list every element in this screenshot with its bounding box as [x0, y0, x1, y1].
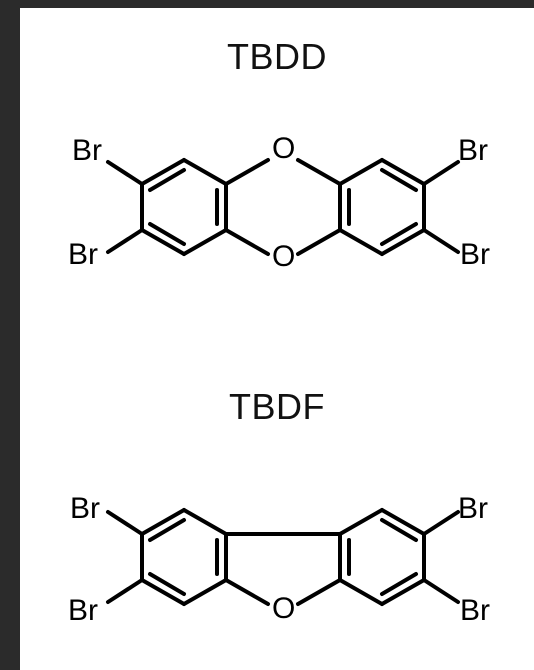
atom-br-label: Br [458, 134, 488, 167]
bond [182, 228, 228, 256]
figure-panel: TBDD Br Br Br [20, 8, 534, 670]
bond [380, 508, 426, 536]
atom-o-label: O [272, 240, 295, 273]
bond [140, 158, 186, 186]
atom-br-label: Br [460, 238, 490, 271]
bond [106, 510, 144, 536]
bond [422, 160, 460, 186]
atom-br-label: Br [460, 594, 490, 627]
bond [380, 578, 426, 606]
double-bond [380, 572, 418, 596]
bond [140, 508, 186, 536]
double-bond [148, 518, 186, 542]
bond [224, 578, 270, 606]
double-bond [148, 168, 186, 192]
bond [422, 510, 460, 536]
atom-o-label: O [272, 592, 295, 625]
double-bond [380, 168, 418, 192]
bond [296, 158, 342, 186]
double-bond [380, 518, 418, 542]
double-bond [148, 572, 186, 596]
bond [224, 158, 270, 186]
atom-br-label: Br [72, 134, 102, 167]
bond [140, 578, 186, 606]
bond [338, 508, 384, 536]
bond [140, 228, 186, 256]
bond [182, 508, 228, 536]
bond [380, 228, 426, 256]
atom-br-label: Br [68, 238, 98, 271]
bond [422, 228, 460, 254]
bond [106, 160, 144, 186]
bond [224, 228, 270, 256]
atom-br-label: Br [70, 492, 100, 525]
atom-br-label: Br [458, 492, 488, 525]
bond [422, 578, 460, 604]
double-bond [380, 222, 418, 246]
atom-br-label: Br [68, 594, 98, 627]
molecule-title-tbdf: TBDF [229, 386, 325, 427]
bond [106, 228, 144, 254]
bond [182, 158, 228, 186]
bond [106, 578, 144, 604]
double-bond [148, 222, 186, 246]
bond [338, 158, 384, 186]
bond [338, 228, 384, 256]
bond [338, 578, 384, 606]
atom-o-label: O [272, 132, 295, 165]
bond [182, 578, 228, 606]
tbdd-structure: Br Br Br Br O O Br [68, 132, 490, 627]
bond [296, 578, 342, 606]
molecule-title-tbdd: TBDD [227, 36, 327, 77]
bond [380, 158, 426, 186]
bond [296, 228, 342, 256]
